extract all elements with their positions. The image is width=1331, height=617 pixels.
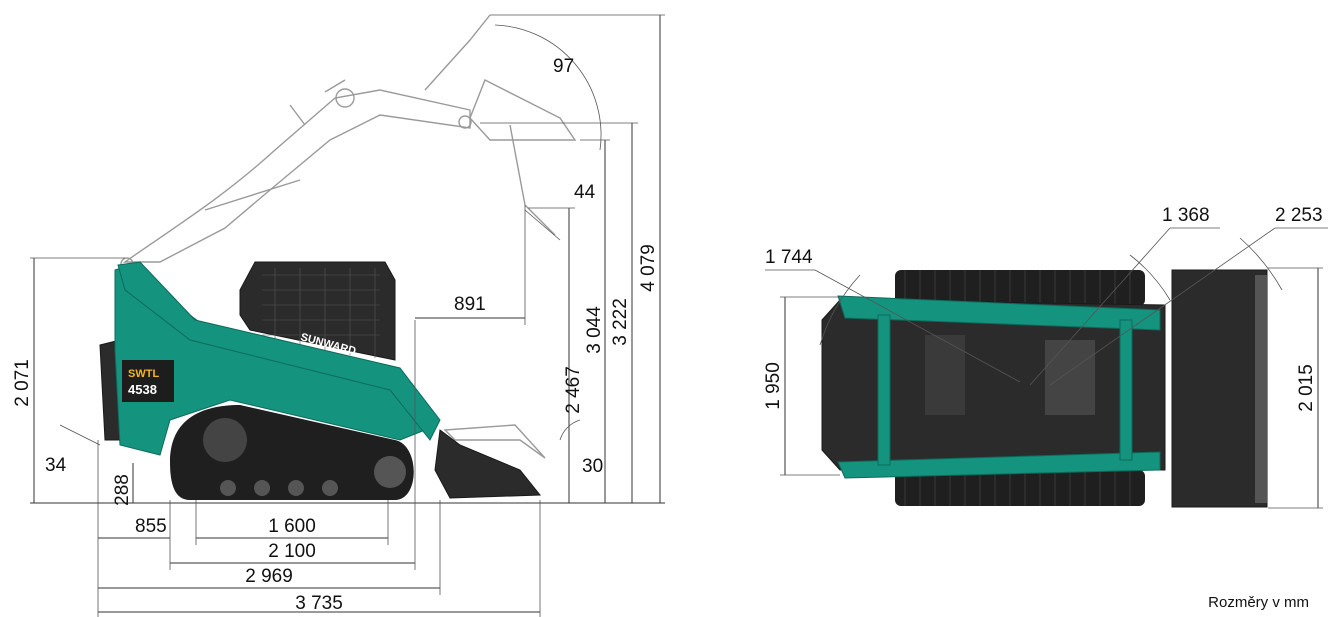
bucket-top xyxy=(1171,269,1268,508)
drive-sprocket xyxy=(203,418,247,462)
model-line2: 4538 xyxy=(128,382,157,397)
dim-bucket-angle-raised: 44 xyxy=(574,182,596,203)
dim-machine-width: 1 950 xyxy=(763,362,784,410)
idler-wheel xyxy=(374,456,406,488)
frame-bottom xyxy=(837,451,1161,479)
units-note: Rozměry v mm xyxy=(1208,594,1309,611)
loader-body: SWTL 4538 SUNWARD xyxy=(99,261,542,500)
dim-dump-angle: 97 xyxy=(553,56,574,77)
track-top xyxy=(895,270,1145,306)
cab-roof-grille xyxy=(1045,340,1095,415)
bucket xyxy=(434,429,542,499)
dim-turning-radius-bucket: 2 253 xyxy=(1275,205,1323,226)
model-decal xyxy=(122,360,174,402)
frame-cross-front xyxy=(1119,319,1133,461)
cab-top xyxy=(925,335,965,415)
frame-top xyxy=(837,295,1161,331)
dim-length-with-bucket: 3 735 xyxy=(295,593,343,614)
top-dimension-labels: 1 744 1 368 2 253 1 950 2 015 xyxy=(763,205,1323,412)
top-view: 1 744 1 368 2 253 1 950 2 015 xyxy=(763,205,1328,509)
dim-reach-at-dump: 891 xyxy=(454,294,486,315)
dim-turning-radius-front: 1 368 xyxy=(1162,205,1210,226)
cab-grille xyxy=(262,268,380,358)
dim-length-without-bucket: 2 969 xyxy=(245,566,293,587)
side-view: SWTL 4538 SUNWARD xyxy=(12,14,665,617)
bucket-edge xyxy=(1255,275,1267,503)
dim-machine-height: 2 071 xyxy=(12,359,33,407)
roller xyxy=(288,480,304,496)
dim-turning-radius-rear: 1 744 xyxy=(765,247,813,268)
track-bottom xyxy=(895,470,1145,506)
side-dimension-labels: 97 44 891 30 34 2 467 3 044 3 222 4 079 … xyxy=(12,56,659,614)
roller xyxy=(322,480,338,496)
dim-bucket-width: 2 015 xyxy=(1296,364,1317,412)
dim-bucket-bottom-height: 3 222 xyxy=(610,298,631,346)
dim-wheelbase: 1 600 xyxy=(268,516,316,537)
lift-arm xyxy=(117,261,441,441)
roller xyxy=(220,480,236,496)
dim-departure-angle: 34 xyxy=(45,455,67,476)
raised-arm-outline xyxy=(120,14,577,271)
side-dimension-lines xyxy=(30,14,665,617)
dim-ground-clearance: 288 xyxy=(112,474,133,506)
dim-track-length: 2 100 xyxy=(268,541,316,562)
frame-cross xyxy=(877,314,891,466)
dim-overall-height: 4 079 xyxy=(638,244,659,292)
roller xyxy=(254,480,270,496)
top-dimension-lines xyxy=(765,227,1328,509)
track-treads xyxy=(904,270,1131,506)
dim-rollback-angle: 30 xyxy=(582,456,603,477)
cab xyxy=(239,261,396,361)
model-line1: SWTL xyxy=(128,368,159,380)
lowered-bucket-outline xyxy=(443,424,546,459)
dim-rear-overhang: 855 xyxy=(135,516,167,537)
dim-dump-height: 2 467 xyxy=(563,366,584,414)
dim-hinge-pin-height: 3 044 xyxy=(584,306,605,354)
